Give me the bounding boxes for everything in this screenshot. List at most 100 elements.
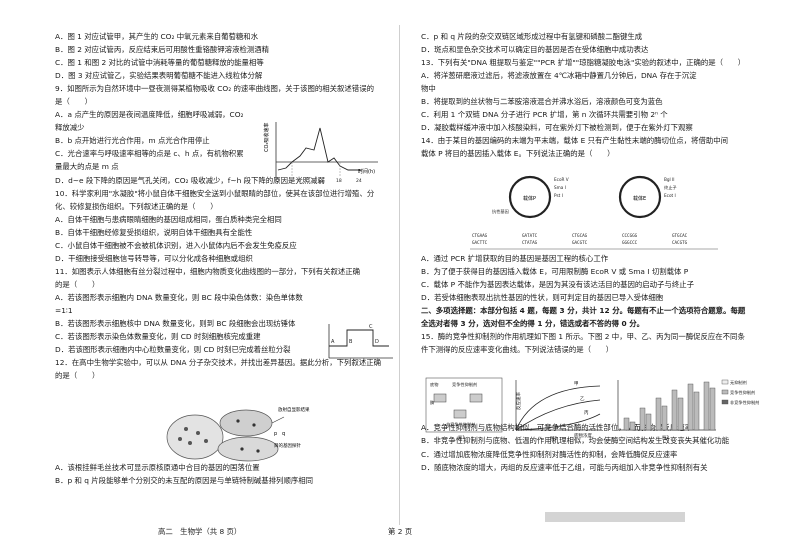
right-column: C．p 和 q 片段的杂交双链区域形成过程中有氢键和磷酸二酯键生成 D．斑点和显色… bbox=[421, 30, 766, 474]
text-line: A．竞争性抑制剂与底物结构相似，可竞争结合酶的活性部位，从而影响促反应速率 bbox=[421, 423, 693, 433]
text-line: C．载体 P 不能作为基因表达载体，是因为其没有该达活目的基因的启动子与终止子 bbox=[421, 279, 694, 289]
q15-enzyme-figures: 底物 酶 竞争性抑制剂 非竞争性抑制剂 图1 甲 乙 丙 底物浓度 图2 反应速… bbox=[425, 377, 759, 442]
q14-label-p: 载体P bbox=[523, 195, 536, 202]
text-line: D．随底物浓度的增大，丙组的反应速率低于乙组，可能与丙组加入非竞争性抑制剂有关 bbox=[421, 462, 708, 472]
text-line: D．凝胶载样缓冲液中加入核酸染料，可在紫外灯下被检测到，便于在紫外灯下观察 bbox=[421, 123, 693, 133]
text-line: B．若该图形表示细胞核中 DNA 数量变化，则到 BC 段细胞会出现纺锤体 bbox=[55, 319, 296, 329]
q15-fig3-label: 图3 bbox=[662, 435, 669, 441]
text-line: =1∶1 bbox=[55, 305, 73, 315]
q14-seq-2a: GATATC bbox=[522, 233, 538, 238]
text-line: C．小鼠自体干细胞被不会被机体识别，进入小鼠体内后不会发生免疫反应 bbox=[55, 240, 297, 250]
q15-legend-0: 无抑制剂 bbox=[730, 379, 747, 386]
q11-label-c: C bbox=[369, 324, 373, 330]
text-line: C．若该图形表示染色体数量变化，则 CD 时刻细胞核完成重建 bbox=[55, 332, 261, 342]
text-line: D．图 3 对应试管乙，实验结果表明葡萄糖不能进入线粒体分解 bbox=[55, 71, 263, 81]
text-line: 量最大的点是 m 点 bbox=[55, 162, 119, 172]
q9-ylabel: CO₂吸收速率 bbox=[263, 123, 270, 152]
text-line: B．非竞争性抑制剂与底物、低温的作用机理相似，均会使酶空间结构发生改变丧失其催化… bbox=[421, 436, 730, 446]
text-line: 9．如图所示为自然环境中一昼夜测得某植物吸收 CO₂ 的速率曲线图，关于该图的相… bbox=[55, 84, 374, 94]
footer-right: 第 2 页 bbox=[388, 527, 413, 536]
q11-label-b: B bbox=[349, 339, 353, 345]
text-line: D．若该图形表示细胞内中心粒数量变化，则 CD 时刻已完成着丝粒分裂 bbox=[55, 345, 291, 355]
svg-text:6: 6 bbox=[298, 178, 301, 184]
text-line: A．a 点产生的原因是夜间温度降低，细胞呼吸减弱，CO₂ bbox=[55, 110, 244, 120]
text-line: A．若该图形表示细胞内 DNA 数量变化，则 BC 段中染色体数：染色单体数 bbox=[55, 292, 303, 302]
q15-fig2-label: 图2 bbox=[550, 436, 557, 442]
text-line: C．图 1 和图 2 对比的试管中消耗等量的葡萄糖释放的能量相等 bbox=[55, 58, 264, 68]
text-line: 10．科学家利用"水凝胶"将小鼠自体干细胞安全送到小鼠眼睛的部位，使其在该部位进… bbox=[55, 188, 375, 198]
text-line: C．光合速率与呼吸速率相等的点是 c、h 点，有机物积累 bbox=[55, 149, 244, 159]
text-line: C．利用 1 个双链 DNA 分子进行 PCR 扩增，第 n 次循环共需要引物 … bbox=[421, 110, 668, 120]
text-line: B．b 点开始进行光合作用，m 点光合作用停止 bbox=[55, 136, 210, 146]
q14-site-psti: Pst I bbox=[554, 193, 563, 198]
q15-fig1-label: 图1 bbox=[458, 435, 465, 441]
q15-fig2-ylabel: 反应速率 bbox=[515, 392, 522, 410]
q14-seq-4a: CCCGGG bbox=[622, 233, 638, 238]
text-line: A．将洋葱研磨液过滤后，将滤液放置在 4℃冰箱中静置几分钟后，DNA 存在于沉淀 bbox=[421, 71, 697, 81]
q14-seq-3a: CTGCAG bbox=[572, 233, 588, 238]
q15-substrate-label: 底物 bbox=[430, 381, 438, 388]
text-line: 化、较修复损伤组织。下列叙述正确的是（ ） bbox=[55, 201, 218, 211]
q15-comp-inhib-label: 竞争性抑制剂 bbox=[452, 381, 477, 388]
text-line: 14．由于某目的基因编码的末端为平末端，载体 E 只有产生黏性末端的酶切位点，将… bbox=[421, 136, 729, 146]
svg-text:12: 12 bbox=[318, 178, 324, 184]
text-line: A．自体干细胞与患病眼睛细胞的基因组成相同，蛋白质种类完全相同 bbox=[55, 214, 282, 224]
q14-plasmid-figure: 载体P 载体E EcoR V Sma I Pst I Bgl II 终止子 Ec… bbox=[470, 175, 718, 250]
text-line: B．将提取到的丝状物与二苯胺溶液混合并沸水浴后，溶液颜色可变为蓝色 bbox=[421, 97, 663, 107]
q14-seq-1b: GACTTC bbox=[472, 240, 488, 245]
text-line: 11．如图表示人体细胞有丝分裂过程中，细胞内物质变化曲线图的一部分，下列有关叙述… bbox=[55, 266, 361, 276]
text-line: C．p 和 q 片段的杂交双链区域形成过程中有氢键和磷酸二酯键生成 bbox=[421, 32, 643, 41]
svg-text:0: 0 bbox=[276, 178, 279, 184]
text-line: C．通过增加底物浓度降低竞争性抑制剂对酶活性的抑制，会降低酶促反应速率 bbox=[421, 449, 678, 459]
text-line: 是（ ） bbox=[55, 97, 92, 107]
q12-label-q: q bbox=[282, 431, 285, 437]
column-divider bbox=[399, 25, 400, 525]
svg-text:24: 24 bbox=[356, 178, 362, 184]
q12-probe-label: 目的基因探针 bbox=[274, 442, 301, 449]
q12-caption: 放射自显影结果 bbox=[278, 406, 310, 413]
q15-enzyme-label: 酶 bbox=[430, 399, 434, 406]
text-line: B．自体干细胞经修复受损组织，说明自体干细胞具有全能性 bbox=[55, 227, 253, 237]
text-line: 的是（ ） bbox=[55, 279, 100, 289]
text-line bbox=[55, 382, 395, 395]
q14-seq-3b: GACGTC bbox=[572, 240, 588, 245]
q15-legend-1: 竞争性抑制剂 bbox=[730, 389, 755, 396]
q15-fig2-xlabel: 底物浓度 bbox=[574, 432, 592, 439]
q14-site-ecorv: EcoR V bbox=[554, 177, 569, 182]
text-line: 件下测得的反应速率变化曲线。下列说法错误的是（ ） bbox=[421, 345, 614, 355]
q14-resistance-label: 抗性基因 bbox=[492, 208, 509, 215]
text-line: 释放减少 bbox=[55, 123, 85, 133]
text-line: 13．下列有关"DNA 粗提取与鉴定""PCR 扩增""琼脂糖凝胶电泳"实验的叙… bbox=[421, 58, 746, 68]
q15-legend-2: 非竞争性抑制剂 bbox=[730, 399, 759, 406]
text-line: 15．酶的竞争性抑制剂的作用机理如下图 1 所示。下图 2 中，甲、乙、丙为同一… bbox=[421, 332, 745, 342]
text-line: D．干细胞接受细胞信号转导等，可以分化成各种细胞或组织 bbox=[55, 253, 253, 263]
text-line: 12．在高中生物学实验中，可以从 DNA 分子杂交技术，并找出差异基因。据此分析… bbox=[55, 358, 382, 368]
footer-left: 高二 生物学（共 8 页） bbox=[158, 527, 242, 536]
text-line: 物中 bbox=[421, 84, 436, 94]
q12-label-p: p bbox=[274, 431, 277, 437]
q14-site-terminator: 终止子 bbox=[664, 184, 677, 191]
q14-seq-2b: CTATAG bbox=[522, 240, 538, 245]
q14-seq-1a: CTGAAG bbox=[472, 233, 488, 238]
q14-seq-4b: GGGCCC bbox=[622, 240, 638, 245]
q12-hybridization-figure: 放射自显影结果 p q 目的基因探针 bbox=[166, 406, 310, 462]
text-line: 载体 P 将目的基因插入载体 E。下列说法正确的是（ ） bbox=[421, 149, 615, 159]
q15-curve-bing: 丙 bbox=[584, 410, 589, 416]
q14-seq-5a: GTGCAC bbox=[672, 233, 688, 238]
q15-curve-jia: 甲 bbox=[574, 381, 579, 387]
q14-site-bglii: Bgl II bbox=[664, 177, 675, 182]
text-line: D．若受体细胞表现出抗性基因的性状，则可判定目的基因已导入受体细胞 bbox=[421, 292, 664, 302]
text-line: B．图 2 对应试管丙，反应结束后可用酸性重铬酸钾溶液检测酒精 bbox=[55, 45, 270, 55]
text-line bbox=[421, 356, 766, 369]
text-line: D．斑点和显色杂交技术可以确定目的基因是否在受体细胞中成功表达 bbox=[421, 45, 649, 55]
q11-label-d: D bbox=[375, 339, 379, 345]
q15-noncomp-inhib-label: 非竞争性抑制剂 bbox=[446, 421, 475, 428]
q9-xlabel: 时间(h) bbox=[358, 168, 375, 175]
q11-mitosis-curve-figure: A B C D bbox=[328, 324, 393, 359]
q14-site-ecoti: Ecot I bbox=[664, 193, 676, 198]
text-line: 二、多项选择题：本部分包括 4 题，每题 3 分，共计 12 分。每题有不止一个… bbox=[421, 305, 746, 315]
text-line: A．通过 PCR 扩增获取的目的基因是基因工程的核心工作 bbox=[421, 253, 609, 263]
q11-label-a: A bbox=[331, 339, 335, 345]
